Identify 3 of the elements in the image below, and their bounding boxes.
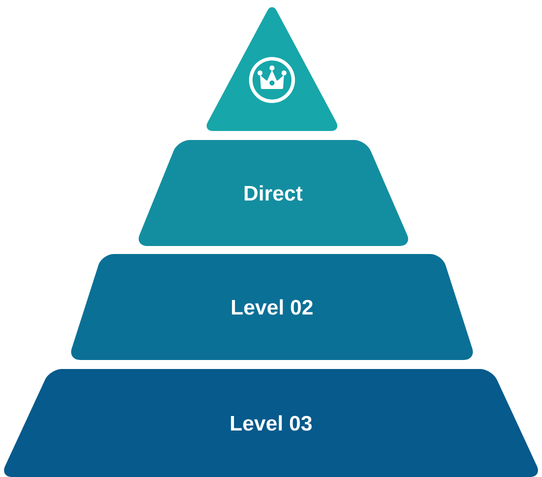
- pyramid-tier: Level 02: [71, 254, 473, 360]
- pyramid-tier: Direct: [138, 140, 408, 246]
- pyramid-tier: Level 03: [4, 369, 538, 477]
